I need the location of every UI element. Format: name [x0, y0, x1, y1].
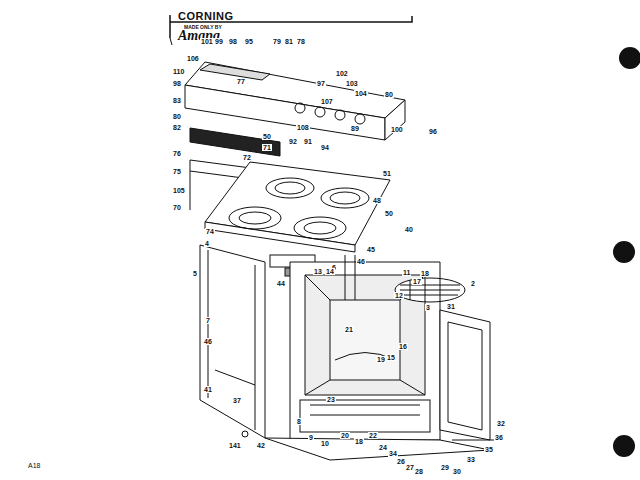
callout-number: 19 — [376, 356, 386, 363]
callout-number: 18 — [354, 438, 364, 445]
callout-number: 80 — [172, 113, 182, 120]
callout-number: 23 — [326, 396, 336, 403]
callout-number: 45 — [366, 246, 376, 253]
callout-number: 36 — [494, 434, 504, 441]
callout-number: 4 — [204, 240, 210, 247]
callout-number: 100 — [390, 126, 404, 133]
callout-number: 98 — [228, 38, 238, 45]
callout-number: 14 — [325, 268, 335, 275]
callout-number: 13 — [313, 268, 323, 275]
callout-number: 79 — [272, 38, 282, 45]
callout-number: 10 — [320, 440, 330, 447]
callout-number: 98 — [172, 80, 182, 87]
callout-number: 21 — [344, 326, 354, 333]
callout-number: 48 — [372, 197, 382, 204]
callout-number: 71 — [262, 144, 272, 151]
callout-number: 29 — [440, 464, 450, 471]
callout-number: 91 — [303, 138, 313, 145]
callout-number: 31 — [446, 303, 456, 310]
callout-number: 77 — [236, 78, 246, 85]
callout-number: 3 — [425, 304, 431, 311]
callout-number: 18 — [420, 270, 430, 277]
callout-number: 11 — [402, 269, 411, 276]
callout-number: 101 — [200, 38, 214, 45]
callout-number: 42 — [256, 442, 266, 449]
callout-number: 15 — [386, 354, 396, 361]
callout-number: 76 — [172, 150, 182, 157]
callout-number: 108 — [296, 124, 310, 131]
callout-number: 46 — [203, 338, 213, 345]
callout-number: 70 — [172, 204, 182, 211]
callout-number: 8 — [296, 418, 302, 425]
callout-number: 82 — [172, 124, 182, 131]
callout-number: 110 — [172, 68, 185, 75]
callout-number: 106 — [186, 55, 200, 62]
callout-number: 37 — [232, 397, 242, 404]
callout-number: 75 — [172, 168, 182, 175]
callout-number: 89 — [350, 125, 360, 132]
callout-number: 2 — [470, 280, 476, 287]
callout-number: 83 — [172, 97, 182, 104]
callout-number: 50 — [262, 133, 272, 140]
callout-number: 28 — [414, 468, 424, 475]
callout-number: 12 — [394, 292, 404, 299]
callout-number: 72 — [242, 154, 252, 161]
callout-number: 99 — [214, 38, 224, 45]
callout-number: 46 — [356, 258, 366, 265]
callout-number: 33 — [466, 456, 476, 463]
callout-number: 74 — [205, 228, 215, 235]
brand-name: CORNING — [178, 11, 233, 22]
callout-number: 105 — [172, 187, 186, 194]
callout-number: 81 — [284, 38, 294, 45]
callout-number: 104 — [354, 90, 368, 97]
callout-number: 97 — [316, 80, 326, 87]
callout-number: 94 — [320, 144, 330, 151]
page-reference: A18 — [28, 462, 40, 469]
callout-number: 22 — [368, 432, 378, 439]
callout-number: 30 — [452, 468, 462, 475]
callout-number: 96 — [428, 128, 438, 135]
callout-number: 7 — [205, 317, 211, 324]
callout-number: 5 — [192, 270, 198, 277]
callout-number: 107 — [320, 98, 334, 105]
callout-number: 102 — [335, 70, 349, 77]
callout-number: 40 — [404, 226, 414, 233]
callout-number: 41 — [203, 386, 213, 393]
callout-number: 78 — [296, 38, 306, 45]
callout-number: 80 — [384, 91, 394, 98]
callout-number: 51 — [382, 170, 392, 177]
callout-number: 24 — [378, 444, 388, 451]
callout-number: 95 — [244, 38, 254, 45]
callout-number: 92 — [288, 138, 298, 145]
callout-number: 16 — [398, 343, 408, 350]
callout-number: 20 — [340, 432, 350, 439]
callout-number: 50 — [384, 210, 394, 217]
callout-number: 141 — [228, 442, 242, 449]
callout-number: 103 — [345, 80, 359, 87]
callout-number: 17 — [412, 278, 422, 285]
callout-number: 32 — [496, 420, 506, 427]
callout-number: 34 — [388, 450, 398, 457]
callout-number: 35 — [484, 446, 494, 453]
callout-number: 44 — [276, 280, 286, 287]
callout-number: 9 — [308, 434, 314, 441]
